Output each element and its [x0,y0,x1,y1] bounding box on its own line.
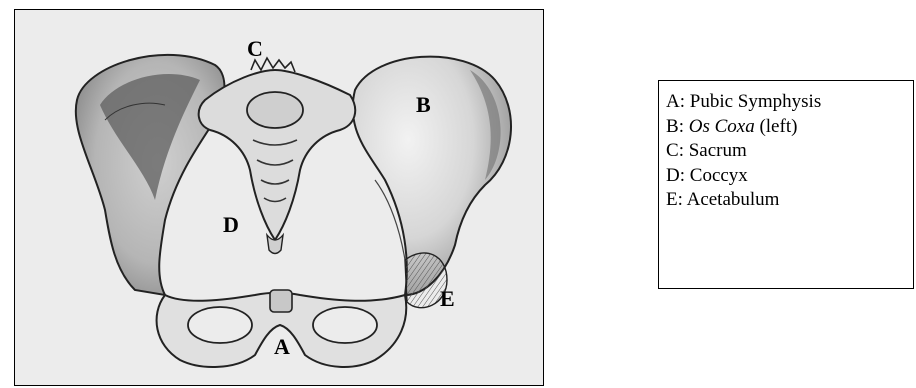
marker-b: B [416,92,431,118]
legend-item-c: C: Sacrum [666,139,821,164]
legend-list: A: Pubic Symphysis B: Os Coxa (left) C: … [666,90,821,213]
pelvis-illustration [15,10,543,385]
marker-a: A [274,334,290,360]
pelvis-illustration-frame: C B D E A [14,9,544,386]
marker-e: E [440,286,455,312]
legend-box: A: Pubic Symphysis B: Os Coxa (left) C: … [658,80,914,289]
legend-item-d: D: Coccyx [666,164,821,189]
left-ilium [76,55,225,295]
legend-item-b: B: Os Coxa (left) [666,115,821,140]
legend-item-a: A: Pubic Symphysis [666,90,821,115]
legend-item-e: E: Acetabulum [666,188,821,213]
marker-d: D [223,212,239,238]
marker-c: C [247,36,263,62]
